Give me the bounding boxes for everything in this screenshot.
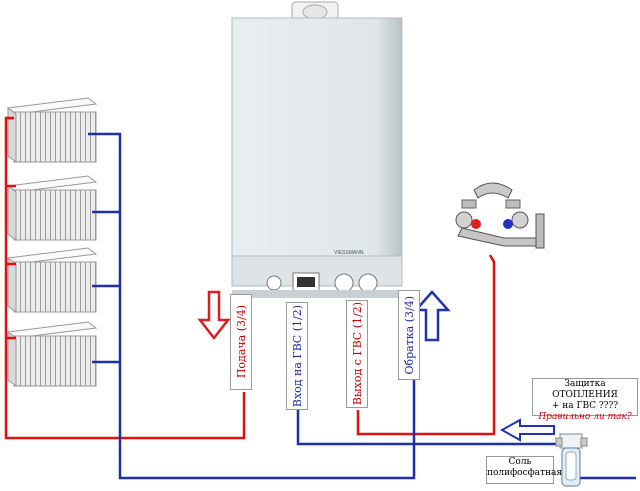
filter-label-line-2: полифосфатная <box>487 468 563 478</box>
filter-label-line-1: Соль <box>508 457 532 467</box>
dhw-in-label-text: Вход на ГВС (1/2) <box>290 304 304 408</box>
return-label: Обратка (3/4) <box>398 290 420 380</box>
radiator-4 <box>6 321 98 387</box>
return-label-text: Обратка (3/4) <box>402 295 416 375</box>
question-note: Защитка ОТОПЛЕНИЯ + на ГВС ???? Правильн… <box>532 378 638 422</box>
water-filter <box>555 433 588 487</box>
boiler-brand: VIESSMANN <box>334 250 364 256</box>
gas-boiler <box>231 1 403 298</box>
faucet <box>455 182 545 249</box>
return-pipes <box>88 132 636 480</box>
supply-flow-arrow <box>197 290 231 341</box>
supply-label-text: Подача (3/4) <box>234 305 248 379</box>
dhw-in-label: Вход на ГВС (1/2) <box>286 302 308 410</box>
note-question: Правильно ли так? <box>538 412 632 422</box>
radiator-2 <box>6 175 98 241</box>
dhw-out-label: Выход с ГВС (1/2) <box>346 300 368 408</box>
note-line-2: + на ГВС ???? <box>551 401 619 411</box>
radiator-1 <box>6 97 98 163</box>
dhw-out-label-text: Выход с ГВС (1/2) <box>350 302 364 406</box>
return-flow-arrow <box>413 290 451 342</box>
filter-label: Соль полифосфатная <box>486 456 563 484</box>
note-line-1: Защитка ОТОПЛЕНИЯ <box>552 379 618 400</box>
supply-label: Подача (3/4) <box>230 294 252 390</box>
supply-pipes <box>4 116 496 440</box>
dhw-flow-arrow <box>499 418 555 442</box>
radiator-3 <box>6 247 98 313</box>
